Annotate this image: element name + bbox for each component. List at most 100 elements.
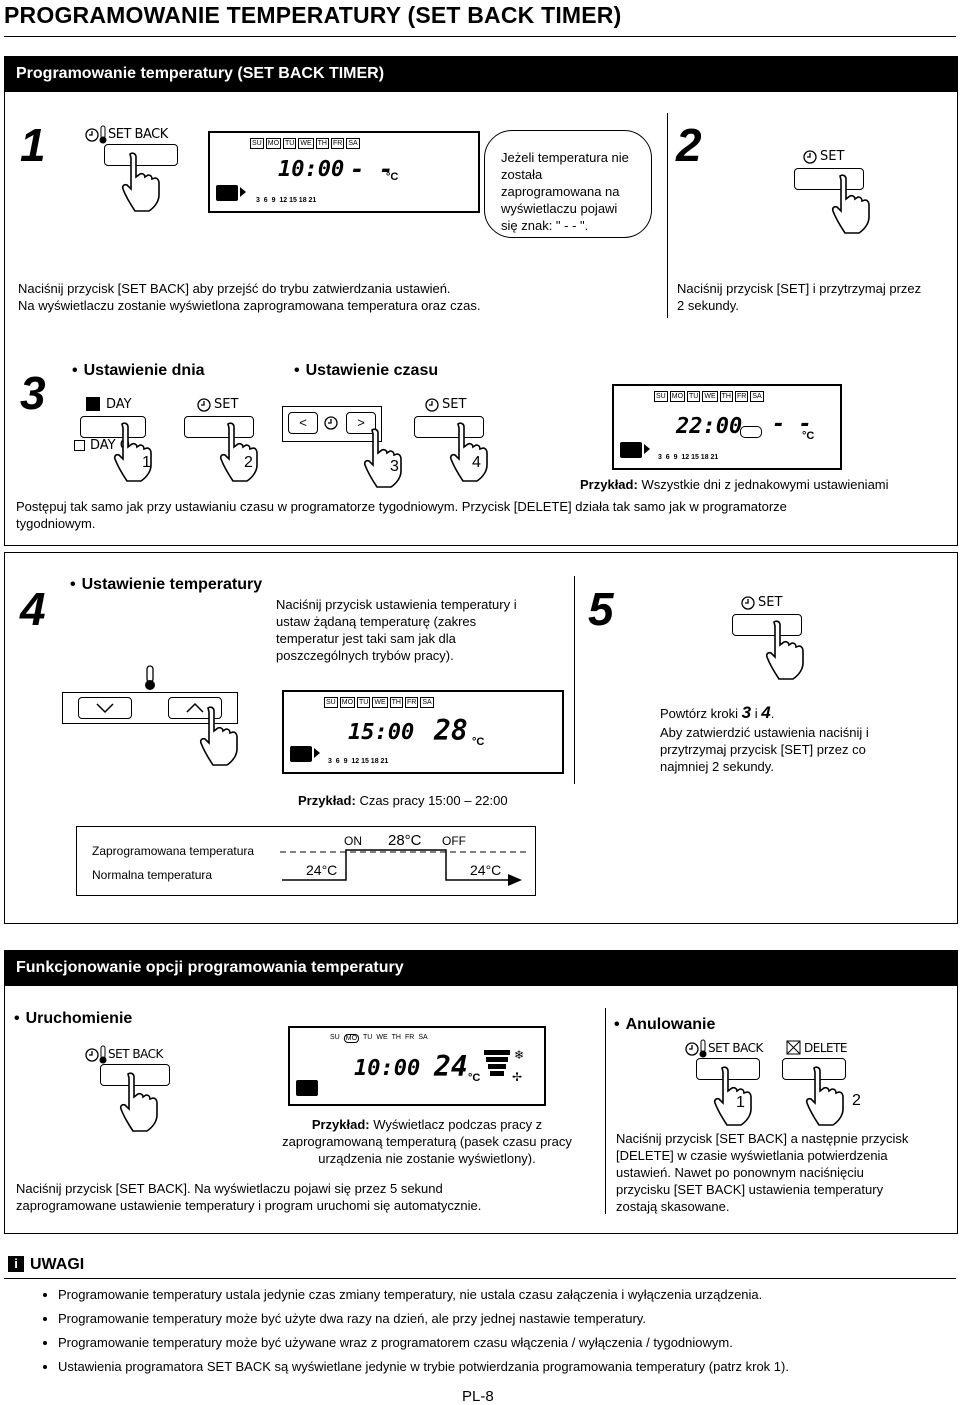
delete-button-label: DELETE: [804, 1041, 848, 1055]
low-temperature-right: 24°C: [470, 862, 502, 878]
day-th: TH: [315, 138, 329, 149]
lcd-unit: °C: [472, 736, 485, 748]
day-button[interactable]: [80, 416, 146, 438]
lcd-time: 15:00: [348, 720, 415, 745]
title-underline: [4, 36, 956, 37]
step5-text-line3: najmniej 2 sekundy.: [660, 759, 774, 774]
step5-text-line1: Aby zatwierdzić ustawienia naciśnij i: [660, 725, 869, 740]
cancel-text-line3: ustawień. Nawet po ponownym naciśnięciu: [616, 1165, 864, 1180]
lcd-time: 22:00: [676, 414, 743, 439]
off-label: OFF: [442, 834, 466, 848]
step4-text-line1: Naciśnij przycisk ustawienia temperatury…: [276, 597, 517, 612]
day-we: WE: [372, 697, 388, 708]
step4-example: Przykład: Czas pracy 15:00 – 22:00: [298, 792, 508, 809]
step4-text-line2: ustaw żądaną temperaturę (zakres: [276, 614, 477, 629]
timer-indicator-icon: [216, 185, 238, 201]
step3-text-line1: Postępuj tak samo jak przy ustawianiu cz…: [16, 499, 787, 514]
cancel-text-line5: zostają skasowane.: [616, 1199, 730, 1214]
step2-text-line2: 2 sekundy.: [677, 298, 739, 313]
note-item: Programowanie temperatury może być użyte…: [58, 1310, 960, 1327]
set-button-label: SET: [758, 595, 783, 610]
normal-temperature-label: Normalna temperatura: [92, 868, 213, 882]
cancel-text-line4: przycisku [SET BACK] ustawienia temperat…: [616, 1182, 884, 1197]
play-arrow-icon: [240, 187, 246, 197]
cancel-text-line1: Naciśnij przycisk [SET BACK] a następnie…: [616, 1131, 909, 1146]
setback-button[interactable]: [100, 1064, 170, 1086]
cancel-text-line2: [DELETE] w czasie wyświetlania potwierdz…: [616, 1148, 888, 1163]
lcd-temperature: 24: [434, 1050, 468, 1083]
notes-divider: [4, 1278, 956, 1279]
timer-indicator-icon: [290, 746, 312, 762]
temperature-down-button[interactable]: [78, 697, 132, 719]
note-item: Programowanie temperatury ustala jedynie…: [58, 1286, 960, 1303]
page-number: PL-8: [462, 1388, 494, 1405]
day-sa: SA: [418, 1034, 428, 1041]
step5-text-line2: przytrzymaj przycisk [SET] przez co: [660, 742, 866, 757]
repeat-and: i: [754, 706, 758, 721]
step-divider: [667, 113, 668, 318]
step2-text-line1: Naciśnij przycisk [SET] i przytrzymaj pr…: [677, 281, 922, 296]
set-button[interactable]: [732, 614, 802, 636]
step-number-2: 2: [676, 119, 702, 171]
hand-pointer-icon: [199, 706, 238, 766]
step4-text-line3: temperatur jest taki sam jak dla: [276, 631, 456, 646]
bullet-temperature-setting: Ustawienie temperatury: [70, 576, 263, 594]
delete-icon: [786, 1040, 801, 1055]
set-button[interactable]: [184, 416, 254, 438]
day-we: WE: [298, 138, 314, 149]
day-su: SU: [250, 138, 264, 149]
step4-text-line4: poszczególnych trybów pracy).: [276, 648, 454, 663]
day-mo: MO: [339, 697, 356, 708]
note-item: Programowanie temperatury może być używa…: [58, 1334, 960, 1351]
day-mo: MO: [343, 1034, 360, 1043]
day-tu: TU: [687, 391, 701, 402]
hand-pointer-icon: [121, 152, 160, 212]
day-we: WE: [376, 1034, 388, 1041]
notes-title: UWAGI: [30, 1256, 85, 1273]
chevron-down-icon: [96, 703, 114, 714]
setback-button[interactable]: [104, 144, 178, 166]
lcd-mode-icon: [740, 426, 762, 438]
hand-pointer-icon: [713, 1066, 752, 1126]
repeat-step-4: 4: [761, 703, 771, 722]
section-title-bar: Funkcjonowanie opcji programowania tempe…: [4, 950, 958, 986]
thermometer-icon: [99, 1045, 107, 1064]
page-title: PROGRAMOWANIE TEMPERATURY (SET BACK TIME…: [4, 2, 622, 28]
step-number-3: 3: [20, 367, 46, 419]
time-down-button[interactable]: <: [288, 412, 318, 434]
lcd-temperature: 28: [434, 714, 468, 747]
timer-indicator-icon: [620, 442, 642, 458]
note-item: Ustawienia programatora SET BACK są wyśw…: [58, 1358, 960, 1375]
day-tu: TU: [283, 138, 297, 149]
step-number-4: 4: [20, 583, 46, 635]
temperature-adjust-panel: [62, 692, 238, 724]
hand-number-4: 4: [472, 454, 481, 471]
day-we: WE: [702, 391, 718, 402]
fan-icon: ✢: [512, 1070, 523, 1084]
day-off-label: DAY O: [90, 438, 130, 453]
hand-pointer-icon: [119, 1072, 158, 1132]
clock-icon: [197, 398, 211, 412]
play-arrow-icon: [314, 748, 320, 758]
time-up-button[interactable]: >: [346, 412, 376, 434]
hand-pointer-icon: [113, 422, 152, 482]
thermometer-icon: [99, 125, 107, 144]
day-su: SU: [324, 697, 338, 708]
hand-pointer-icon: [805, 1066, 844, 1126]
lcd-time: 10:00: [354, 1056, 421, 1081]
set-button-label: SET: [820, 149, 845, 164]
set-button[interactable]: [414, 416, 484, 438]
temperature-graph: [76, 826, 536, 896]
hand-pointer-icon: [831, 174, 870, 234]
info-icon: i: [8, 1256, 24, 1272]
lcd-unit: °C: [468, 1072, 481, 1084]
day-sa: SA: [346, 138, 360, 149]
lcd-hour-scale: 3 6 9 12 15 18 21: [256, 197, 317, 204]
lcd-temperature: - -: [350, 155, 394, 183]
play-arrow-icon: [644, 444, 650, 454]
